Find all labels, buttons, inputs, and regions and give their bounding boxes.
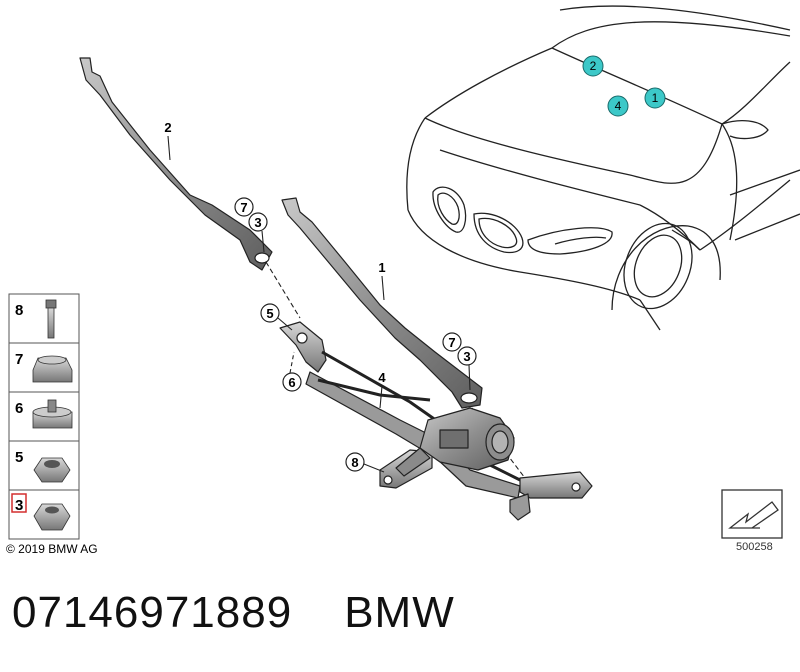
svg-text:4: 4 [378, 370, 386, 385]
svg-text:1: 1 [652, 91, 659, 105]
svg-text:6: 6 [288, 375, 295, 390]
callout-1: 1 [378, 260, 386, 301]
callout-7-left: 7 [234, 197, 254, 217]
legend-item-3: 3 [11, 493, 71, 531]
diagram-number: 500258 [736, 541, 773, 553]
svg-text:2: 2 [590, 59, 597, 73]
svg-text:7: 7 [15, 351, 23, 368]
arrow-icon [721, 489, 783, 539]
callout-2: 2 [164, 120, 172, 161]
svg-text:6: 6 [15, 400, 23, 417]
legend-item-5: 5 [15, 449, 71, 483]
wiper-linkage [279, 321, 593, 521]
svg-text:8: 8 [15, 302, 23, 319]
callout-8: 8 [345, 452, 385, 473]
svg-text:5: 5 [15, 449, 23, 466]
vehicle-highlight-4: 4 [607, 95, 629, 117]
callout-7-right: 7 [442, 332, 462, 352]
assembly-lines [265, 261, 529, 483]
callout-3-right: 3 [457, 346, 477, 391]
svg-text:3: 3 [15, 497, 23, 514]
vehicle-highlight-1: 1 [644, 87, 666, 109]
legend-item-8: 8 [15, 299, 57, 339]
svg-text:8: 8 [351, 455, 358, 470]
footer-caption: 07146971889 BMW [12, 588, 455, 638]
svg-text:2: 2 [164, 120, 171, 135]
legend-item-6: 6 [15, 399, 73, 429]
part-number: 07146971889 [12, 588, 293, 637]
callout-3-left: 3 [248, 212, 268, 253]
vehicle-highlight-2: 2 [582, 55, 604, 77]
svg-text:1: 1 [378, 260, 385, 275]
legend-item-7: 7 [15, 351, 73, 383]
parts-legend: 8 7 6 5 3 [8, 293, 80, 540]
parts-diagram: 2 4 1 [8, 5, 800, 540]
svg-text:4: 4 [615, 99, 622, 113]
wiper-arm-left [79, 57, 273, 271]
svg-text:5: 5 [266, 306, 273, 321]
svg-text:3: 3 [254, 215, 261, 230]
svg-text:7: 7 [240, 200, 247, 215]
vehicle-outline [406, 5, 800, 331]
brand-name: BMW [344, 588, 455, 637]
svg-text:7: 7 [448, 335, 455, 350]
callout-4: 4 [378, 370, 386, 409]
wiper-arm-right [281, 197, 483, 409]
copyright-notice: © 2019 BMW AG [6, 542, 98, 556]
svg-text:3: 3 [463, 349, 470, 364]
callout-5: 5 [260, 303, 293, 331]
callout-6: 6 [282, 351, 302, 392]
